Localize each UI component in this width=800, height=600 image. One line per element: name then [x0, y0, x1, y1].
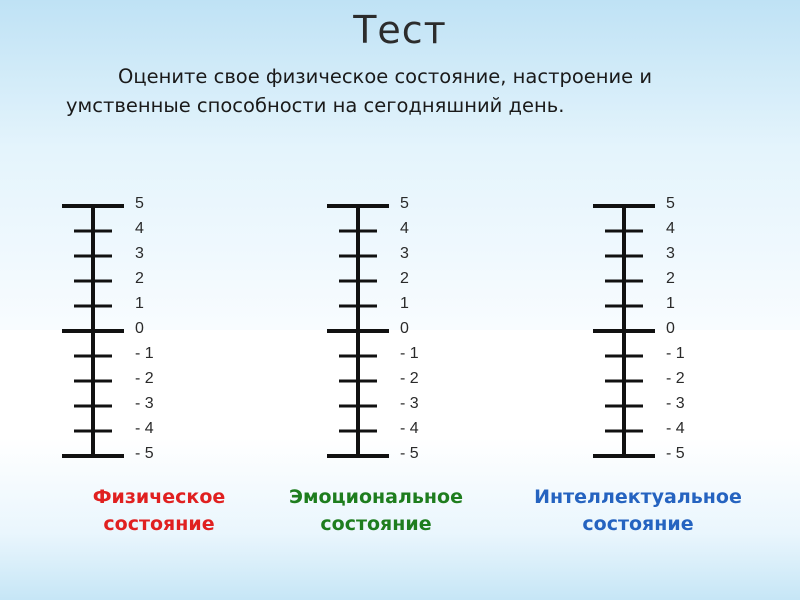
- scale-tick-label: 1: [135, 295, 144, 312]
- caption-intellectual-line2: состояние: [582, 513, 694, 535]
- scale-physical: 5 4 3 2 1 0 - 1 - 2 - 3 - 4 - 5: [62, 195, 154, 462]
- caption-physical: Физическое состояние: [64, 484, 254, 538]
- instruction-text: Оцените свое физическое состояние, настр…: [66, 65, 653, 117]
- caption-emotional-line1: Эмоциональное: [289, 486, 463, 508]
- scale-tick-label: 1: [400, 295, 409, 312]
- scale-tick-label: 5: [666, 195, 675, 212]
- caption-intellectual: Интеллектуальное состояние: [508, 484, 768, 538]
- scale-tick-label: - 4: [135, 420, 154, 437]
- scale-tick-label: 4: [666, 220, 675, 237]
- scale-tick-label: 2: [135, 270, 144, 287]
- slide-title: Тест: [353, 8, 447, 52]
- scale-tick-label: - 1: [135, 345, 154, 362]
- background-lower: [0, 330, 800, 600]
- scale-tick-label: - 5: [666, 445, 685, 462]
- scale-tick-label: 3: [135, 245, 144, 262]
- scale-tick-label: - 5: [400, 445, 419, 462]
- scale-tick-label: - 3: [666, 395, 685, 412]
- scale-tick-label: - 2: [400, 370, 419, 387]
- scale-tick-label: - 5: [135, 445, 154, 462]
- scale-tick-label: 5: [400, 195, 409, 212]
- scale-tick-label: 1: [666, 295, 675, 312]
- scale-tick-label: 4: [135, 220, 144, 237]
- caption-emotional: Эмоциональное состояние: [262, 484, 490, 538]
- scale-tick-label: 0: [400, 320, 409, 337]
- caption-physical-line2: состояние: [103, 513, 215, 535]
- scale-tick-label: 0: [666, 320, 675, 337]
- caption-intellectual-line1: Интеллектуальное: [534, 486, 742, 508]
- scale-tick-label: 5: [135, 195, 144, 212]
- scale-tick-label: - 1: [400, 345, 419, 362]
- scale-tick-label: - 2: [135, 370, 154, 387]
- scale-tick-label: - 2: [666, 370, 685, 387]
- scale-tick-label: - 3: [135, 395, 154, 412]
- scale-tick-label: 0: [135, 320, 144, 337]
- background-upper: [0, 0, 800, 330]
- scale-tick-label: - 4: [400, 420, 419, 437]
- scale-intellectual: 5 4 3 2 1 0 - 1 - 2 - 3 - 4 - 5: [593, 195, 685, 462]
- scale-tick-label: 4: [400, 220, 409, 237]
- scale-tick-label: - 3: [400, 395, 419, 412]
- scale-tick-label: 3: [666, 245, 675, 262]
- scale-tick-label: 2: [400, 270, 409, 287]
- caption-emotional-line2: состояние: [320, 513, 432, 535]
- scale-tick-label: 2: [666, 270, 675, 287]
- scale-tick-label: - 1: [666, 345, 685, 362]
- scale-tick-label: - 4: [666, 420, 685, 437]
- caption-physical-line1: Физическое: [92, 486, 226, 508]
- scale-tick-label: 3: [400, 245, 409, 262]
- scale-emotional: 5 4 3 2 1 0 - 1 - 2 - 3 - 4 - 5: [327, 195, 419, 462]
